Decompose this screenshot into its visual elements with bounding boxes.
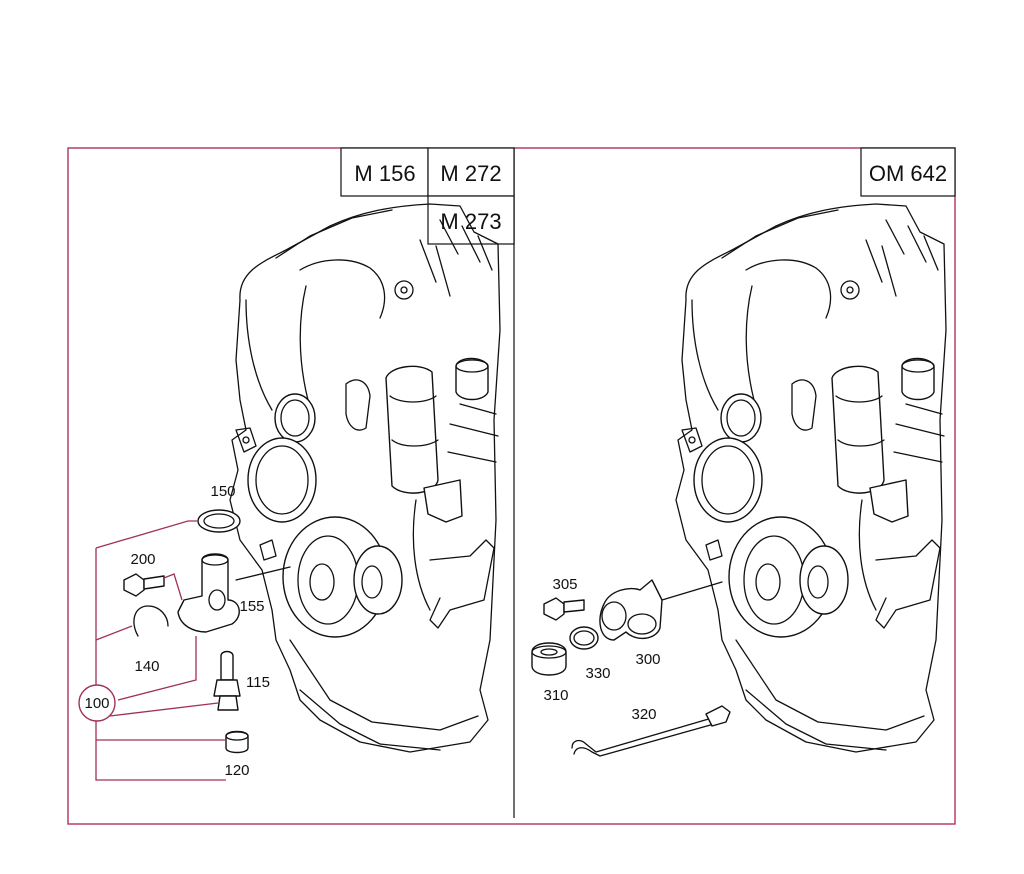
engine-label-m273: M 273 [427,195,515,245]
part-200-bolt[interactable] [123,573,165,597]
svg-text:M 273: M 273 [440,209,501,234]
part-300-coolant-housing[interactable] [599,579,723,641]
part-320-sensor-cable[interactable] [571,705,731,757]
part-label-320: 320 [631,706,656,723]
part-label-150: 150 [210,483,235,500]
engine-block-left [229,203,501,753]
part-140-clip[interactable] [133,605,169,637]
part-label-155: 155 [239,598,264,615]
part-115-sensor[interactable] [213,650,241,711]
group-bracket-100 [95,548,226,781]
part-155-coolant-housing[interactable] [177,553,291,633]
part-label-305: 305 [552,576,577,593]
svg-text:M 156: M 156 [354,161,415,186]
svg-text:M 272: M 272 [440,161,501,186]
part-label-140: 140 [134,658,159,675]
part-label-115: 115 [246,674,270,691]
engine-label-m156: M 156 [340,147,429,197]
part-label-120: 120 [224,762,249,779]
part-label-330: 330 [585,665,610,682]
part-label-310: 310 [543,687,568,704]
part-label-200: 200 [130,551,155,568]
part-310-cap[interactable] [531,642,567,676]
engine-label-om642: OM 642 [860,147,956,197]
part-label-100: 100 [84,695,109,712]
part-120-cap[interactable] [225,730,249,754]
engine-label-m272: M 272 [427,147,515,197]
part-305-bolt[interactable] [543,597,585,621]
part-label-300: 300 [635,651,660,668]
engine-block-right [675,203,947,753]
svg-text:OM 642: OM 642 [869,161,947,186]
part-100-badge[interactable] [78,684,116,722]
